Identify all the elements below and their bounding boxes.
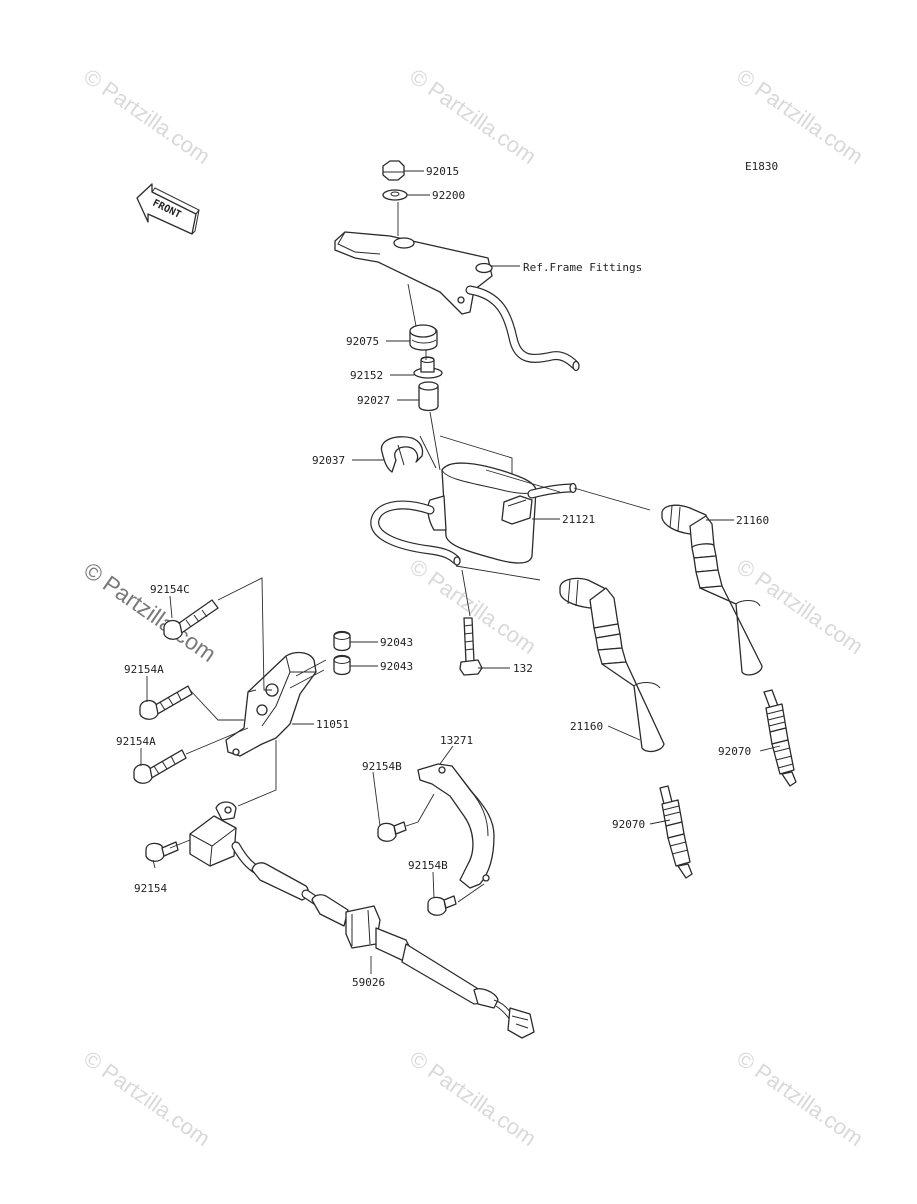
ignition-coil-bracket [334,231,580,372]
callout-labels: 92015 92200 Ref.Frame Fittings 92075 921… [116,165,769,989]
watermark: © Partzilla.com [732,554,868,660]
coil-bolt [459,617,483,676]
bracket-11051 [225,651,317,757]
callout-label: 92043 [380,660,413,673]
sensor-harness [189,801,535,1039]
callout-label: 92200 [432,189,465,202]
collar [413,356,443,379]
callout-label: 92070 [718,745,751,758]
callout-label: 92154B [362,760,402,773]
grommet [409,324,438,351]
callout-label: 92154A [124,663,164,676]
front-arrow-icon: FRONT [136,183,200,235]
washer-hole [390,191,400,197]
leader-lines [140,170,781,974]
watermark: © Partzilla.com [79,1046,215,1152]
spark-plug-left [659,785,693,879]
callout-label: 92027 [357,394,390,407]
watermark: © Partzilla.com [732,64,868,170]
callout-label: 11051 [316,718,349,731]
callout-label: 92043 [380,636,413,649]
callout-label: 92154B [408,859,448,872]
bolt-92154b-upper [377,821,407,842]
callout-label: 21121 [562,513,595,526]
collar-92043-top [333,630,351,652]
bolt-92154 [145,841,179,862]
bolt-92154a-lower [133,749,187,784]
callout-label: 92154 [134,882,167,895]
callout-label: 13271 [440,734,473,747]
cover-13271 [417,763,495,889]
bolt-92154a-upper [139,685,193,720]
callout-label: 21160 [736,514,769,527]
callout-label: 92154A [116,735,156,748]
callout-label: 92075 [346,335,379,348]
watermark: © Partzilla.com [732,1046,868,1152]
ignition-coil [370,462,577,566]
spacer [418,381,439,412]
wire-clamp [380,436,424,473]
spark-plug-cap-right [661,504,763,676]
flange-nut [382,160,405,181]
diagram-code: E1830 [745,160,778,173]
reference-label: Ref.Frame Fittings [523,261,642,274]
callout-label: 21160 [570,720,603,733]
spark-plug-cap-left [559,577,665,753]
callout-label: 92070 [612,818,645,831]
callout-label: 59026 [352,976,385,989]
bolt-92154c [163,599,219,640]
bolt-92154b-lower [427,895,457,916]
callout-label: 132 [513,662,533,675]
callout-label: 92037 [312,454,345,467]
watermark: © Partzilla.com [79,64,215,170]
callout-label: 92152 [350,369,383,382]
spark-plug-right [763,689,797,787]
watermark: © Partzilla.com [405,64,541,170]
watermark: © Partzilla.com [405,1046,541,1152]
callout-label: 92154C [150,583,190,596]
collar-92043-bottom [333,654,351,676]
callout-label: 92015 [426,165,459,178]
